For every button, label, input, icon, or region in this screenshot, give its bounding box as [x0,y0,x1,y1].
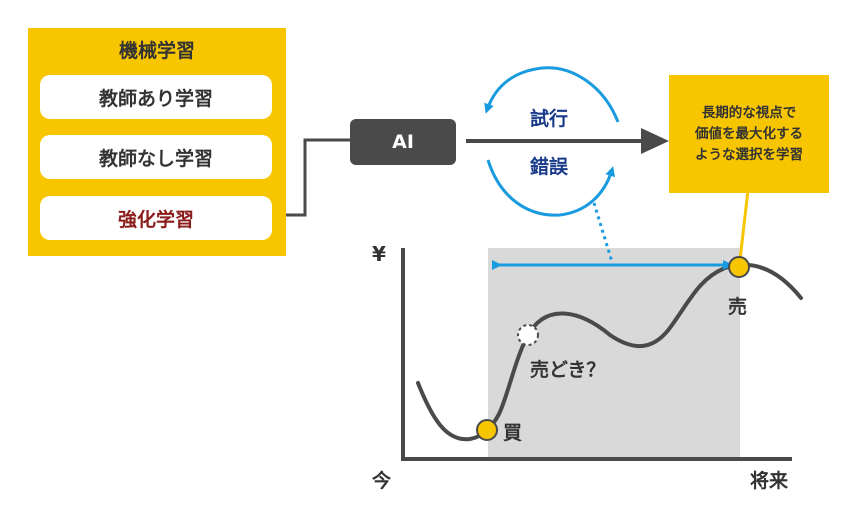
right-arrow-icon [641,128,669,154]
y-axis-label: ¥ [372,242,386,266]
note-line: 長期的な視点で [701,104,797,121]
sell-question-label: 売どき？ [530,359,606,381]
cycle-arrow-icon [486,159,616,217]
cycle-arrow-icon [484,66,620,123]
buy-label: 買 [503,422,523,444]
ml-item-unsupervised: 教師なし学習 [40,135,272,179]
ml-item-reinforcement: 強化学習 [40,196,272,240]
note-line: ような選択を学習 [695,146,803,163]
connector-line [273,138,350,217]
sell-question-point [517,324,539,346]
dotted-link [592,202,614,263]
x-start-label: 今 [372,470,392,492]
holding-period-area [488,248,740,460]
x-end-label: 将来 [750,470,789,492]
ml-item-supervised: 教師あり学習 [40,75,272,119]
ai-box: AI [350,119,456,165]
ml-panel: 機械学習 教師あり学習 教師なし学習 強化学習 [28,28,286,256]
note-pointer-line [738,189,750,261]
sell-label: 売 [728,296,748,318]
ml-panel-title: 機械学習 [118,40,195,62]
sell-point [728,256,750,278]
note-box: 長期的な視点で 価値を最大化する ような選択を学習 [669,75,829,193]
price-curve [416,262,803,442]
buy-point [476,419,498,441]
note-line: 価値を最大化する [695,125,803,142]
error-label: 錯誤 [530,156,569,178]
trial-label: 試行 [530,108,569,130]
